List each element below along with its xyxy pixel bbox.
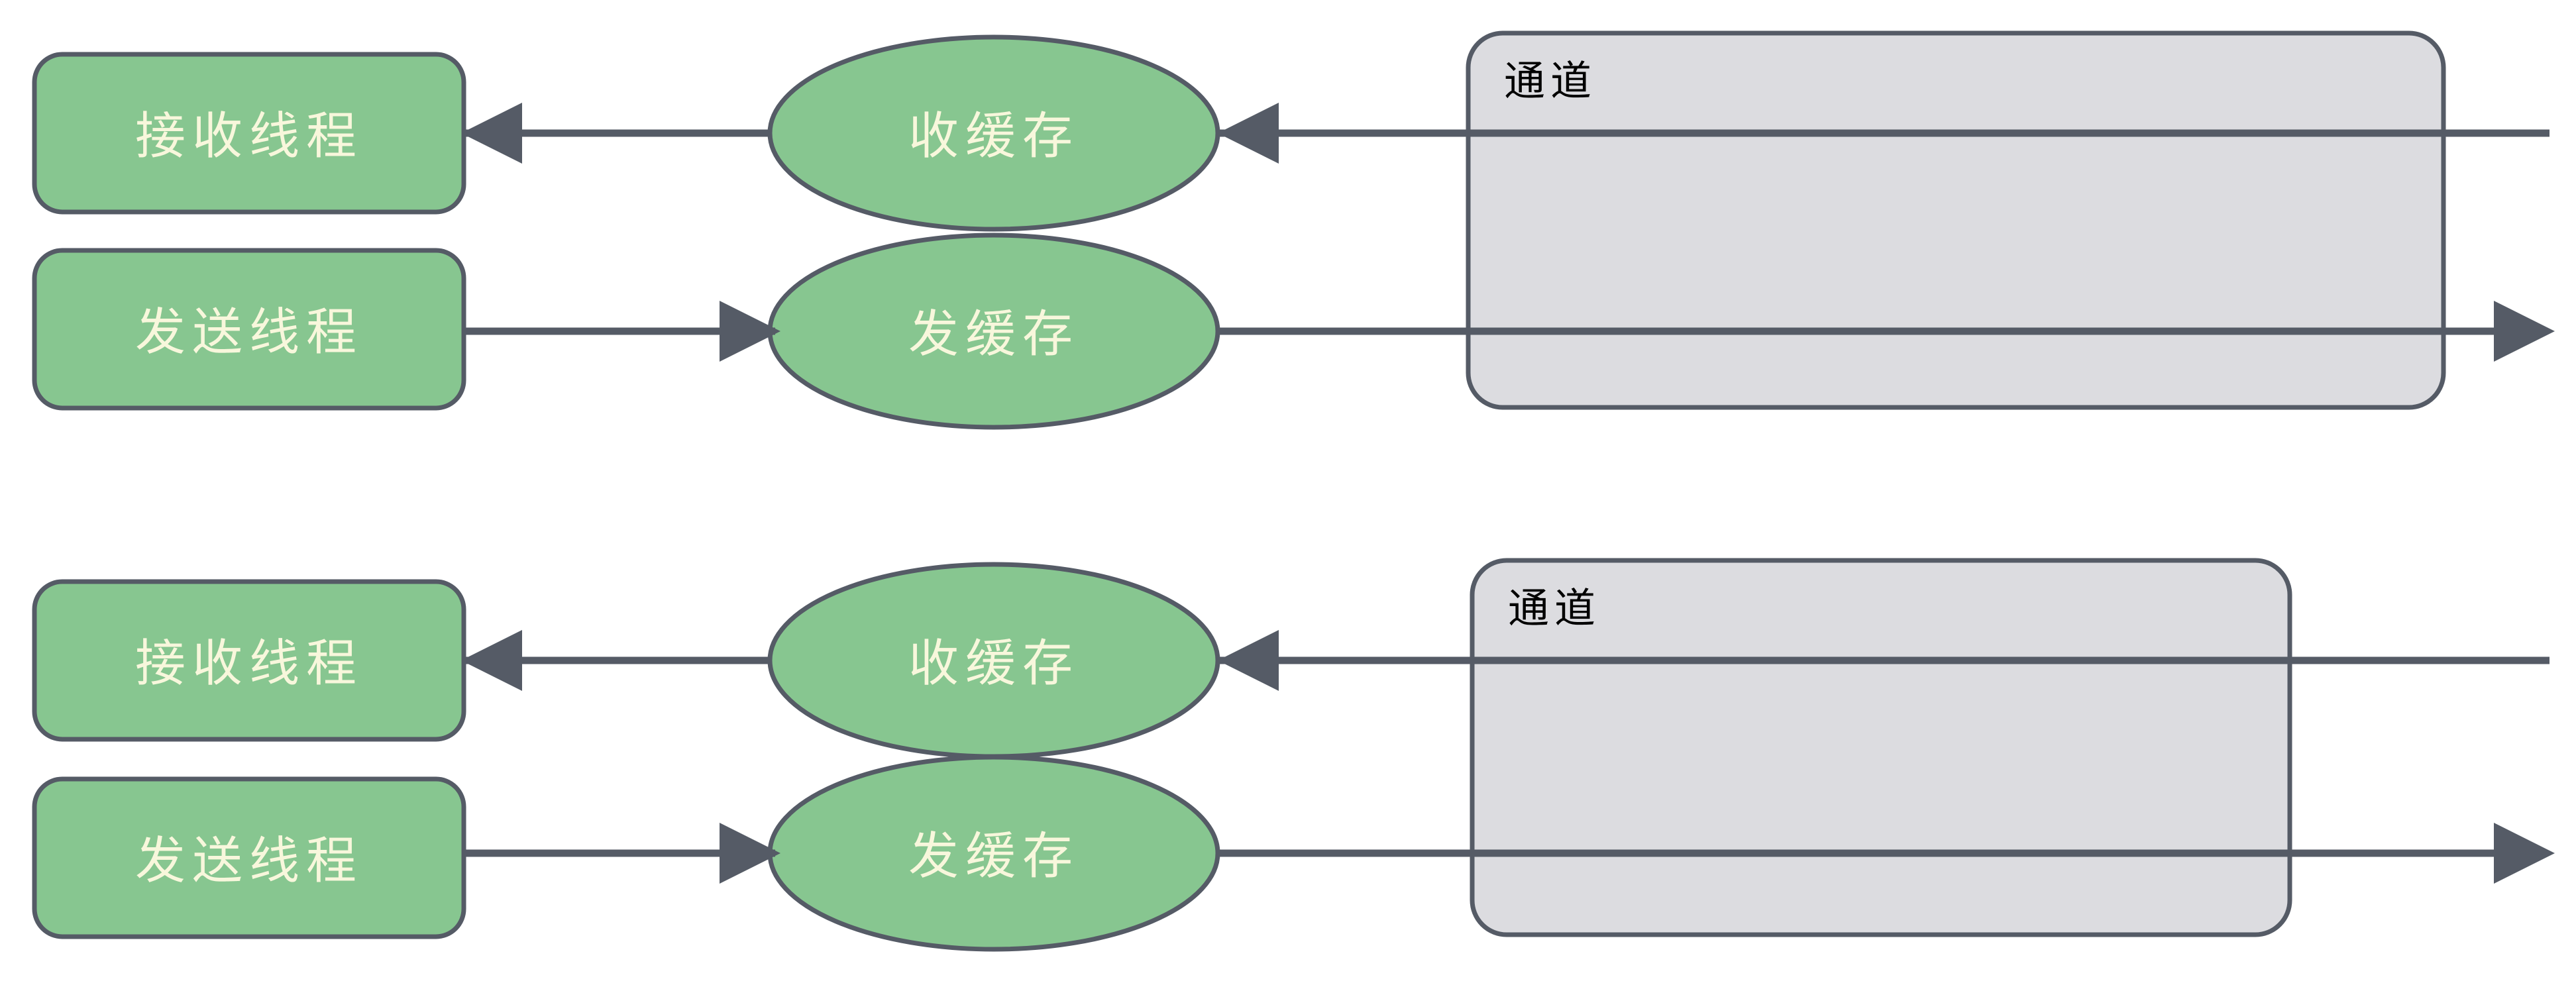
- receive-buffer-to-thread-arrowhead-2: [461, 630, 522, 691]
- channel-label-2: 通道: [1508, 584, 1601, 633]
- channel-box-2[interactable]: [1470, 558, 2292, 937]
- receive-buffer-to-thread-arrowhead-1: [461, 103, 522, 164]
- receive-thread-box-1[interactable]: [32, 52, 466, 215]
- flow-group-1: 通道 收缓存 发缓存 接收线程 发送线程: [32, 30, 2555, 430]
- flow-group-2: 通道 收缓存 发缓存 接收线程 发送线程: [32, 558, 2555, 952]
- send-thread-label-1: 发送线程: [135, 303, 363, 362]
- channel-label-1: 通道: [1504, 57, 1597, 105]
- send-buffer-label-1: 发缓存: [908, 305, 1079, 364]
- channel-box-1[interactable]: [1466, 30, 2446, 410]
- receive-buffer-label-1: 收缓存: [908, 107, 1079, 166]
- receive-buffer-label-2: 收缓存: [908, 634, 1079, 693]
- send-thread-to-buffer-arrowhead-2: [720, 823, 780, 884]
- send-buffer-label-2: 发缓存: [908, 827, 1079, 886]
- send-thread-label-2: 发送线程: [135, 831, 363, 890]
- receive-thread-label-1: 接收线程: [135, 107, 363, 166]
- receive-flow-arrowhead-2: [1218, 630, 1279, 691]
- send-flow-arrowhead-1: [2494, 301, 2555, 362]
- receive-thread-box-2[interactable]: [32, 579, 466, 742]
- send-thread-to-buffer-arrowhead-1: [720, 301, 780, 362]
- send-flow-arrowhead-2: [2494, 823, 2555, 884]
- send-thread-box-1[interactable]: [32, 248, 466, 411]
- send-thread-box-2[interactable]: [32, 776, 466, 939]
- receive-flow-arrowhead-1: [1218, 103, 1279, 164]
- receive-thread-label-2: 接收线程: [135, 634, 363, 693]
